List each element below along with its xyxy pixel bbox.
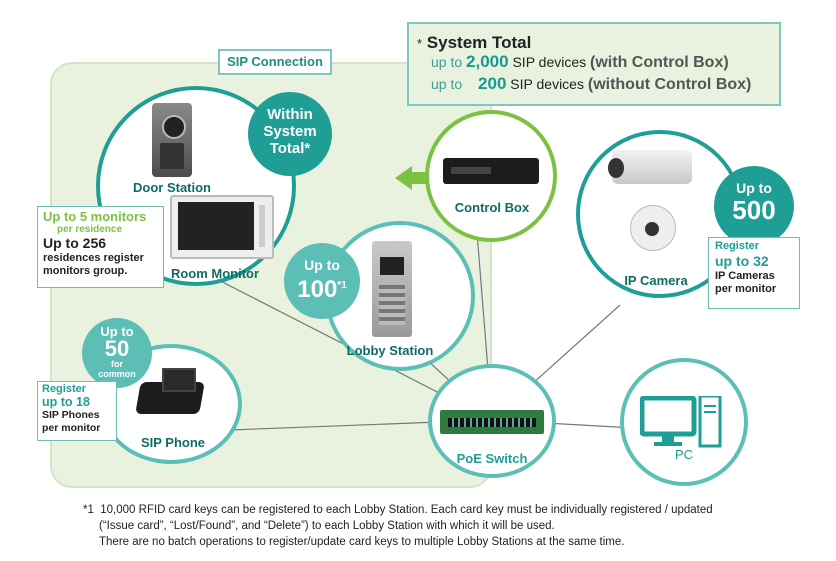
ip-camera-label: IP Camera [624, 273, 688, 288]
line2-condition: (without Control Box) [587, 76, 752, 93]
line2-number: 200 [478, 74, 507, 93]
room-monitor-device-icon [170, 195, 274, 259]
system-total-box [407, 22, 781, 106]
door-station-label: Door Station [133, 180, 211, 195]
line2-unit: SIP devices [510, 76, 584, 92]
line1-unit: SIP devices [512, 54, 587, 70]
footnote-mark: *1 [83, 504, 94, 516]
room-monitor-note: Up to 5 monitors per residence Up to 256… [37, 206, 164, 288]
within-total-badge: Within System Total* [248, 92, 332, 176]
system-total-title: * System Total [417, 33, 531, 53]
note-sub: per residence [57, 224, 123, 235]
control-box-label: Control Box [454, 200, 530, 215]
system-total-line-2: up to 200 SIP devices (without Control B… [431, 74, 751, 94]
within-line: Within [267, 106, 313, 123]
room-monitor-label: Room Monitor [170, 266, 260, 281]
arrow-icon [395, 166, 432, 190]
note-line-2: up to 18 [42, 395, 90, 409]
badge-number: 100 [297, 276, 338, 303]
pc-label: PC [674, 447, 694, 462]
line1-prefix: up to [431, 54, 463, 70]
note-line-1: Register [715, 240, 760, 252]
system-total-line-1: up to 2,000 SIP devices (with Control Bo… [431, 52, 729, 72]
note-line-2: up to 32 [715, 253, 769, 269]
note-line-3: residences register [43, 252, 144, 264]
note-line-3: SIP Phones [42, 409, 100, 421]
note-line-3: IP Cameras [715, 270, 775, 282]
control-box-device-icon [443, 158, 539, 184]
note-line-2: Up to 256 [43, 235, 107, 251]
asterisk: * [417, 36, 423, 51]
system-line: System [263, 123, 317, 140]
badge-footnote-ref: *1 [337, 280, 347, 291]
door-station-device-icon [152, 103, 192, 177]
lobby-station-device-icon [372, 241, 412, 337]
badge-number: 500 [732, 195, 776, 225]
sip-phone-badge: Up to 50 for common [82, 318, 152, 388]
system-total-heading: System Total [426, 33, 532, 52]
badge-upto: Up to [736, 180, 772, 196]
sip-connection-label: SIP Connection [218, 49, 332, 75]
line2-prefix: up to [431, 76, 463, 92]
sip-phone-note: Register up to 18 SIP Phones per monitor [37, 381, 117, 441]
ip-camera-note: Register up to 32 IP Cameras per monitor [708, 237, 800, 309]
note-highlight: Up to 5 [43, 209, 88, 224]
badge-upto: Up to [304, 257, 340, 273]
footnote-line-2: (“Issue card”, “Lost/Found”, and “Delete… [99, 520, 555, 532]
badge-number: 50 [104, 336, 130, 361]
sip-phone-label: SIP Phone [140, 435, 206, 450]
poe-switch-device-icon [440, 410, 544, 434]
pc-icon [640, 396, 722, 448]
note-line-4: monitors group. [43, 265, 128, 277]
line1-condition: (with Control Box) [590, 54, 729, 71]
sip-phone-device-icon [135, 364, 205, 418]
total-line: Total* [269, 140, 311, 157]
line1-number: 2,000 [466, 52, 509, 71]
note-line-4: per monitor [42, 422, 101, 434]
ip-camera-badge: Up to 500 [714, 166, 794, 246]
footnote-line-1: *1 10,000 RFID card keys can be register… [83, 502, 713, 518]
note-rest: monitors [87, 209, 147, 224]
poe-switch-label: PoE Switch [456, 451, 528, 466]
badge-upto: Up to [100, 324, 134, 339]
badge-common: common [98, 369, 136, 379]
footnote-line-3: There are no batch operations to registe… [99, 536, 625, 548]
badge-for: for [111, 359, 123, 369]
lobby-station-badge: Up to 100*1 [284, 243, 360, 319]
note-line-4: per monitor [715, 283, 777, 295]
footnote-text-1: 10,000 RFID card keys can be registered … [100, 504, 713, 516]
dome-camera-icon [630, 205, 676, 251]
bullet-camera-icon [608, 150, 692, 184]
lobby-station-label: Lobby Station [346, 343, 434, 358]
note-line-1: Register [42, 383, 87, 395]
